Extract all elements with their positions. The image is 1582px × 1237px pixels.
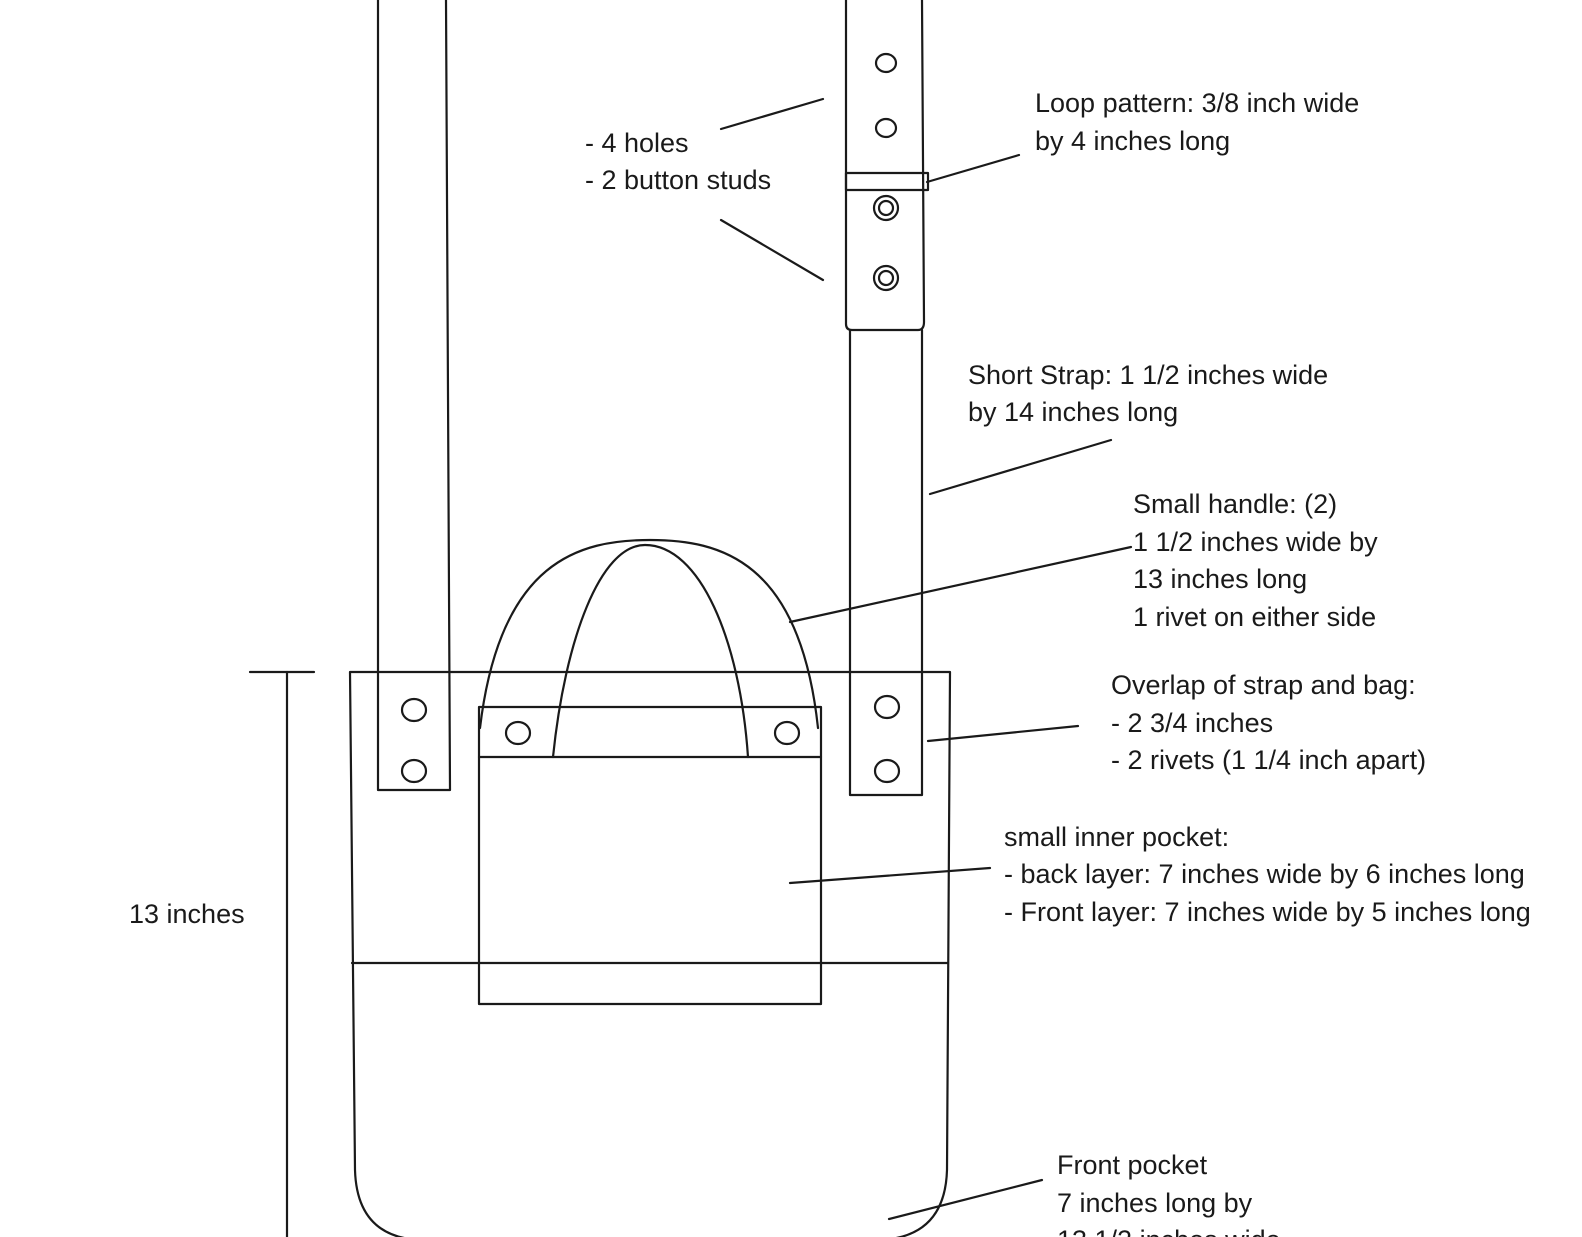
label-front-pocket-line-1: Front pocket bbox=[1057, 1150, 1208, 1180]
label-short-strap-line-1: Short Strap: 1 1/2 inches wide bbox=[968, 360, 1328, 390]
handle-rivet bbox=[773, 720, 801, 746]
right-strap-lower bbox=[848, 328, 924, 797]
button-stud bbox=[872, 264, 900, 292]
button-stud bbox=[872, 194, 900, 222]
label-holes: - 4 holes bbox=[585, 128, 689, 158]
strap-rivet bbox=[873, 758, 901, 784]
label-studs: - 2 button studs bbox=[585, 165, 771, 195]
label-short-strap: Short Strap: 1 1/2 inches wide by 14 inc… bbox=[968, 360, 1336, 427]
small-handle-inner bbox=[551, 543, 750, 759]
strap-rivet bbox=[400, 697, 428, 723]
label-inner-pocket-line-3: - Front layer: 7 inches wide by 5 inches… bbox=[1004, 897, 1531, 927]
label-inner-pocket: small inner pocket: - back layer: 7 inch… bbox=[1004, 822, 1532, 927]
label-handle-line-2: 1 1/2 inches wide by bbox=[1133, 527, 1378, 557]
left-strap bbox=[376, 0, 452, 792]
label-handle-line-3: 13 inches long bbox=[1133, 564, 1307, 594]
label-loop-pattern: Loop pattern: 3/8 inch wide by 4 inches … bbox=[1035, 88, 1367, 156]
leader-overlap bbox=[926, 724, 1080, 743]
label-overlap-line-1: Overlap of strap and bag: bbox=[1111, 670, 1416, 700]
label-short-strap-line-2: by 14 inches long bbox=[968, 397, 1178, 427]
leader-loop bbox=[925, 153, 1021, 184]
label-front-pocket-line-2: 7 inches long by bbox=[1057, 1188, 1253, 1218]
inner-pocket bbox=[477, 705, 823, 1006]
label-handle-line-4: 1 rivet on either side bbox=[1133, 602, 1376, 632]
label-handle-line-1: Small handle: (2) bbox=[1133, 489, 1337, 519]
leader-holes bbox=[719, 97, 825, 131]
label-small-handle: Small handle: (2) 1 1/2 inches wide by 1… bbox=[1133, 489, 1385, 632]
strap-hole bbox=[874, 117, 898, 139]
label-overlap-line-2: - 2 3/4 inches bbox=[1111, 708, 1273, 738]
leader-front-pocket bbox=[887, 1178, 1044, 1221]
strap-rivet bbox=[873, 694, 901, 720]
label-holes-studs: - 4 holes - 2 button studs bbox=[585, 128, 771, 195]
strap-hole bbox=[874, 52, 898, 74]
leader-short-strap bbox=[928, 438, 1113, 496]
small-handle-outer bbox=[478, 538, 820, 730]
button-stud-inner bbox=[877, 269, 895, 287]
leader-inner-pocket bbox=[788, 866, 992, 885]
label-front-pocket-line-3: 13 1/2 inches wide bbox=[1057, 1225, 1281, 1237]
label-overlap-line-3: - 2 rivets (1 1/4 inch apart) bbox=[1111, 745, 1426, 775]
strap-rivet bbox=[400, 758, 428, 784]
button-stud-inner bbox=[877, 199, 895, 217]
label-inner-pocket-line-1: small inner pocket: bbox=[1004, 822, 1229, 852]
label-front-pocket: Front pocket 7 inches long by 13 1/2 inc… bbox=[1057, 1150, 1281, 1237]
label-loop-line-1: Loop pattern: 3/8 inch wide bbox=[1035, 88, 1359, 118]
right-strap-upper bbox=[844, 0, 926, 332]
label-loop-line-2: by 4 inches long bbox=[1035, 126, 1230, 156]
bag-body bbox=[348, 670, 952, 1237]
label-height-dimension: 13 inches bbox=[129, 899, 245, 929]
leader-small-handle bbox=[788, 545, 1133, 624]
label-inner-pocket-line-2: - back layer: 7 inches wide by 6 inches … bbox=[1004, 859, 1525, 889]
handle-rivet bbox=[504, 720, 532, 746]
strap-loop bbox=[844, 171, 930, 192]
label-overlap: Overlap of strap and bag: - 2 3/4 inches… bbox=[1111, 670, 1426, 775]
leader-studs bbox=[719, 218, 825, 282]
